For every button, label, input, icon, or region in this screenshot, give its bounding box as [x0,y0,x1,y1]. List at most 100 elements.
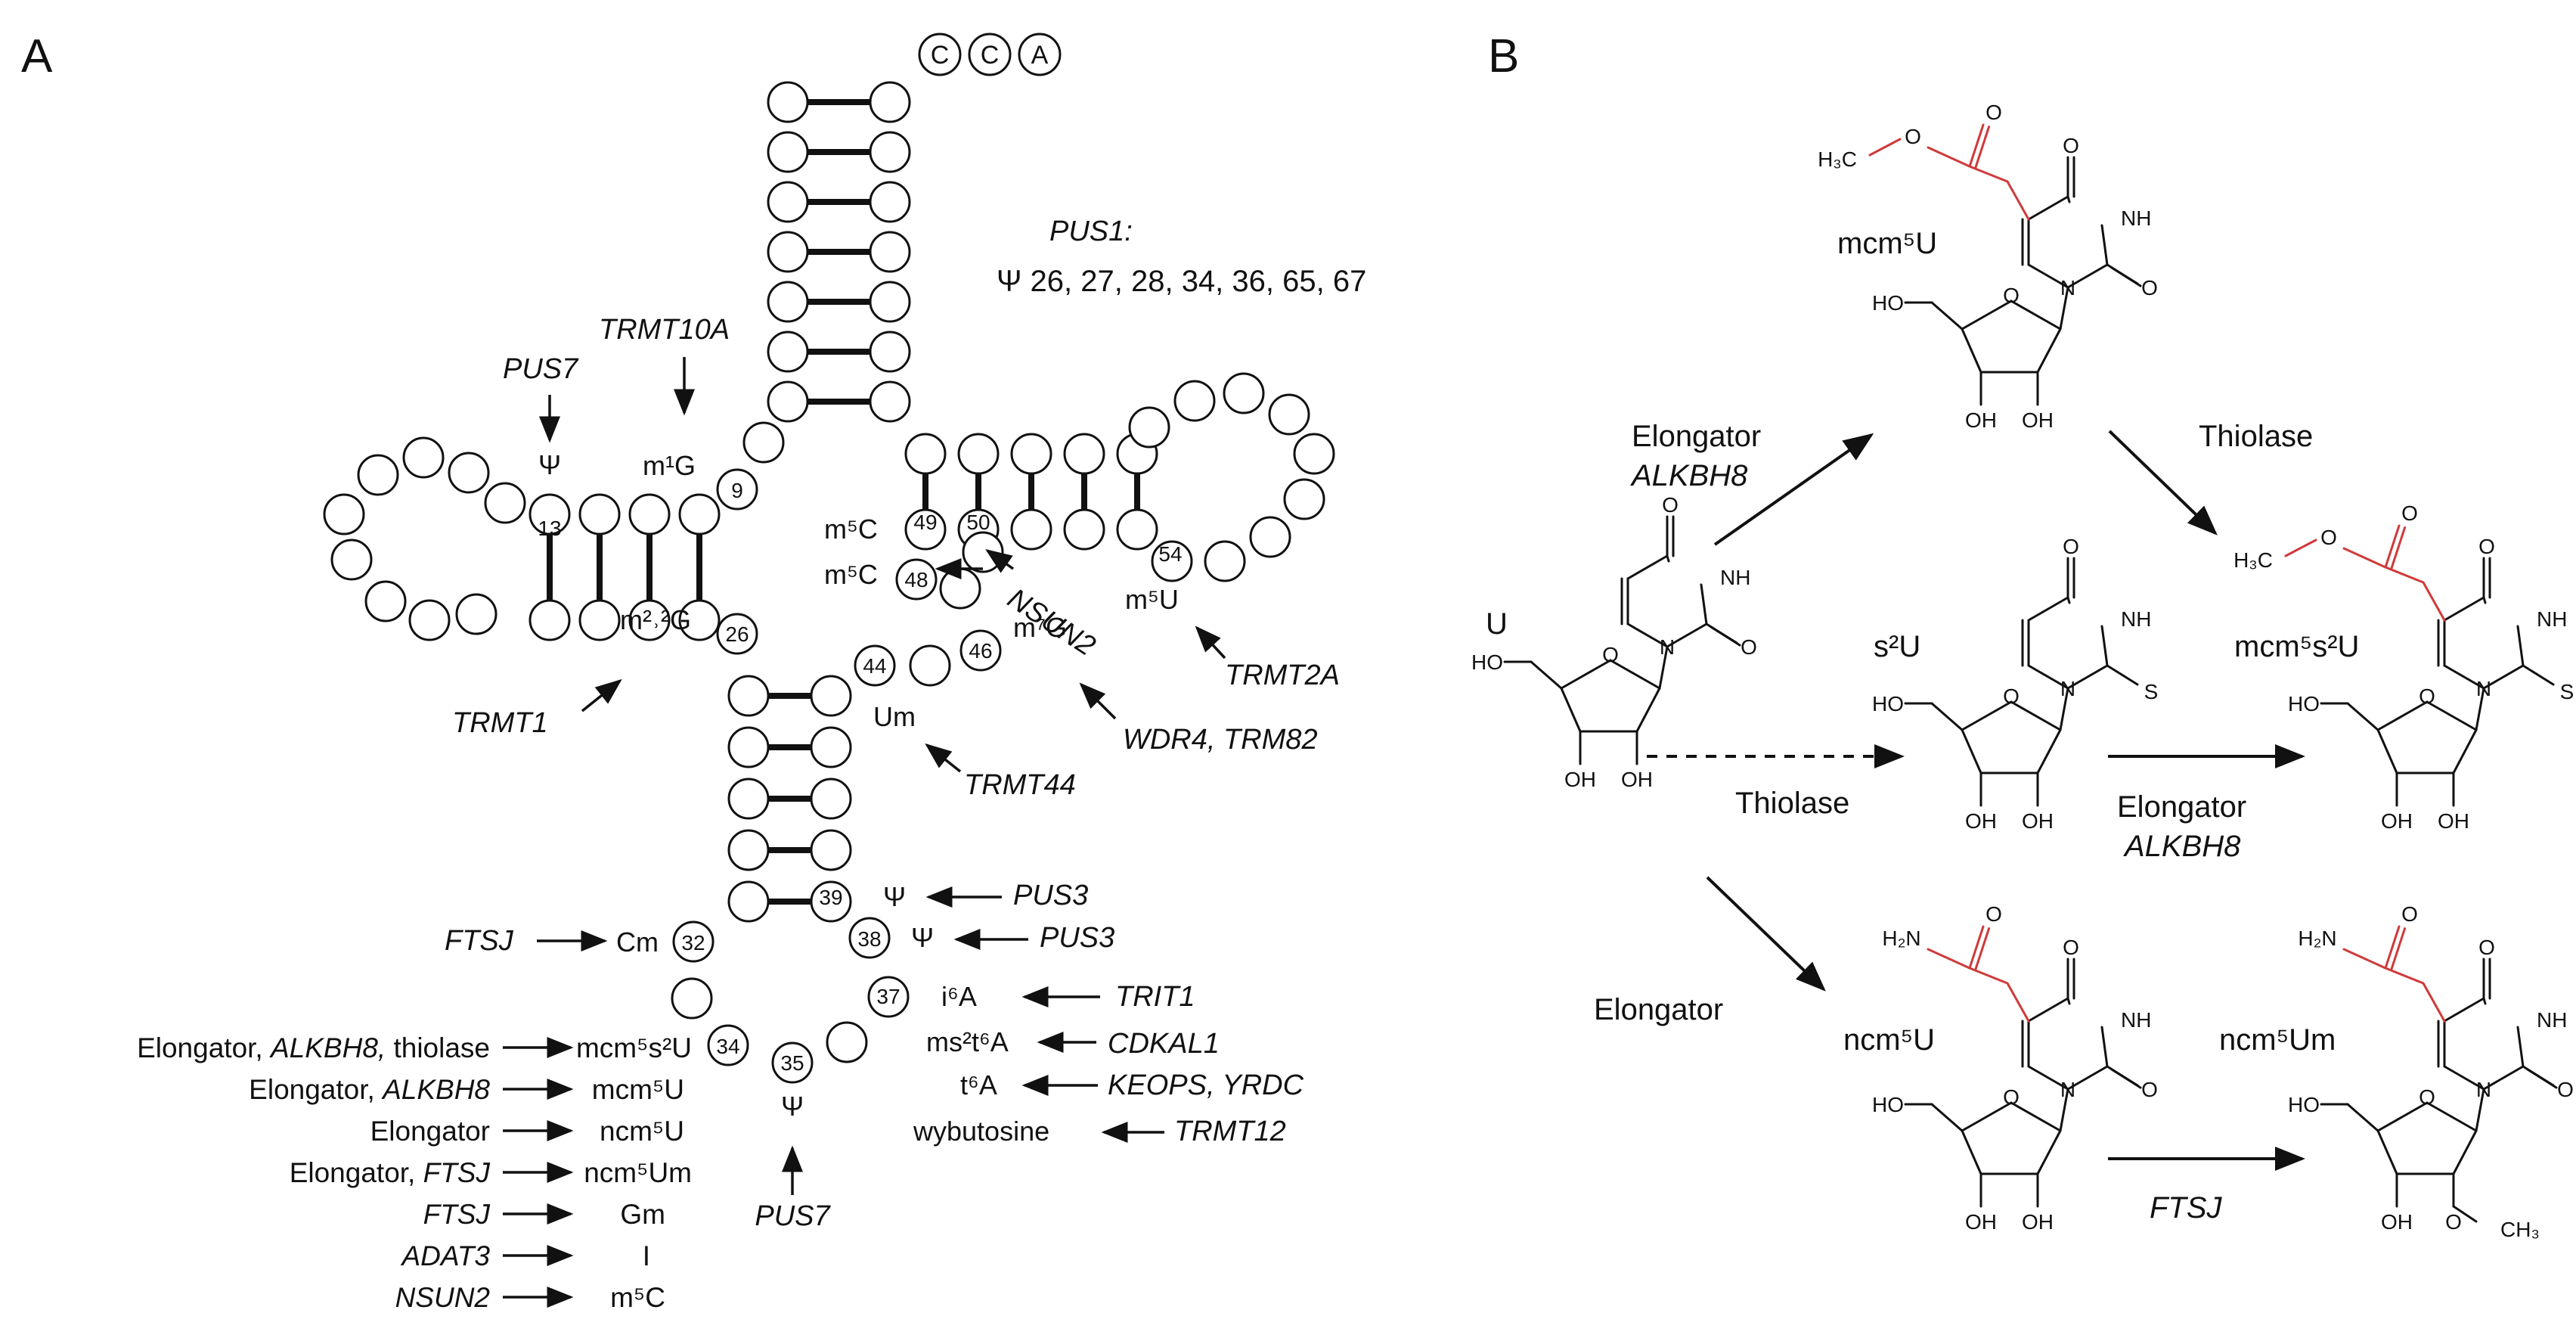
panel-label-b: B [1488,30,1519,82]
trna-nucleotide [767,380,809,423]
trna-nucleotide [909,644,951,687]
trna-nucleotide [810,726,852,768]
trna-nucleotide [869,281,911,323]
mod-t6a: t⁶A [960,1069,997,1100]
acceptor-c2: C [981,41,1000,70]
trna-nucleotide [357,454,399,496]
trna-nucleotide [1151,540,1193,582]
atom-label: O [1985,101,2002,124]
trna-nucleotide [1204,540,1246,582]
trna-nucleotide [810,675,852,717]
enzyme-trmt2a: TRMT2A [1225,660,1340,691]
mod-wybutosine: wybutosine [913,1116,1049,1147]
trna-nucleotide [484,482,526,524]
enzyme-trmt12: TRMT12 [1174,1116,1286,1147]
atom-label: H₃C [1818,147,1857,171]
atom-label: OH [2022,809,2054,833]
label-elongator-2: Elongator [2117,790,2246,824]
atom-label: O [1905,125,1921,148]
mod-m5c-48: m⁵C [824,559,878,590]
trna-nucleotide [869,131,911,173]
label-thiolase-top: Thiolase [2199,420,2313,453]
trna-nucleotide [959,629,1002,672]
enzyme-trmt1: TRMT1 [452,707,548,739]
trna-nucleotide [810,778,852,820]
mod-m5c-49: m⁵C [824,514,878,545]
pos-9: 9 [731,479,743,502]
pos-34: 34 [716,1035,739,1058]
atom-label: OH [1621,768,1653,791]
pus1-sites: Ψ 26, 27, 28, 34, 36, 65, 67 [997,265,1366,298]
pos-54: 54 [1158,542,1182,566]
atom-label: H₂N [2298,927,2336,950]
atom-label: O [2478,936,2495,959]
acceptor-cca: C C A [918,33,1062,76]
wobble-list: Elongator, ALKBH8, thiolase Elongator, A… [137,1032,692,1313]
nucleoside-structure: NHNOSOHOOHOHOOH₃C [2233,501,2574,833]
nucleoside-structure: NHNOOOHOOHCH₃OOH₂N [2288,902,2574,1241]
atom-label: O [2003,284,2020,307]
trna-base-pairs [547,99,1140,905]
trna-nucleotide [767,331,809,373]
atom-label: NH [2121,206,2151,230]
pathway-arrow-labels: Elongator ALKBH8 Thiolase Thiolase Elong… [1594,420,2313,1225]
atom-label: O [1985,902,2002,926]
trna-nucleotide [1063,433,1105,475]
enzyme-pus7-bottom: PUS7 [755,1200,831,1232]
mod-psi-38: Ψ [911,922,934,953]
trna-nucleotide [1249,516,1291,558]
trna-nucleotide [895,558,938,601]
atom-label: O [2003,684,2020,708]
trna-nucleotide [1010,508,1052,551]
wobble-mod-2: ncm⁵U [600,1116,684,1147]
trna-nucleotide [727,726,770,768]
trna-nucleotide [767,131,809,173]
trna-nucleotide [529,599,571,641]
atom-label: H₃C [2233,548,2273,572]
atom-label: O [2141,1078,2158,1101]
trna-nucleotide [727,880,770,923]
atom-label: CH₃ [2500,1218,2540,1241]
compound-u: U [1486,607,1508,641]
mod-um: Um [873,701,916,732]
atom-label: O [2419,684,2435,708]
enzyme-trmt44: TRMT44 [964,769,1076,801]
compound-s2u: s²U [1874,630,1920,663]
mod-psi-13: Ψ [538,449,561,480]
panel-label-a: A [21,30,53,82]
acceptor-a: A [1031,41,1049,70]
atom-label: O [2401,902,2418,926]
trna-nucleotide [1063,508,1105,551]
compound-labels: U mcm⁵U s²U mcm⁵s²U ncm⁵U ncm⁵Um [1486,227,2359,1057]
pos-48: 48 [904,568,928,591]
atom-label: HO [2288,692,2320,716]
acceptor-c1: C [931,41,950,70]
trna-nucleotides [323,81,1335,1084]
atom-label: OH [1965,809,1997,833]
enzyme-pus3-b: PUS3 [1040,922,1114,954]
pos-44: 44 [863,654,886,678]
trna-nucleotide [742,421,785,464]
trna-nucleotide [1173,380,1216,422]
atom-label: O [2478,535,2495,558]
label-ftsj: FTSJ [2150,1191,2223,1225]
pos-35: 35 [780,1051,804,1075]
trna-nucleotide [578,599,621,641]
mod-m5u: m⁵U [1125,584,1179,615]
atom-label: O [2320,526,2337,549]
wobble-mod-6: m⁵C [610,1282,665,1313]
enzyme-ftsj-a: FTSJ [445,925,514,957]
trna-nucleotide [727,778,770,820]
panel-a-arrows [503,357,1226,1308]
mod-psi-39: Ψ [883,881,906,912]
wobble-mod-3: ncm⁵Um [584,1157,692,1188]
atom-label: HO [1872,1093,1904,1116]
nucleoside-structure: NHNOSOHOOHOH [1872,535,2158,833]
nucleoside-structure: NHNOOOHOOHOH [1471,493,1757,791]
trna-nucleotide [767,231,809,273]
atom-label: O [1741,635,1757,659]
pos-37: 37 [876,985,900,1008]
trna-nucleotide [364,580,407,622]
position-numbers: 9 13 26 32 34 35 37 38 39 44 46 48 49 50… [538,479,1182,1075]
